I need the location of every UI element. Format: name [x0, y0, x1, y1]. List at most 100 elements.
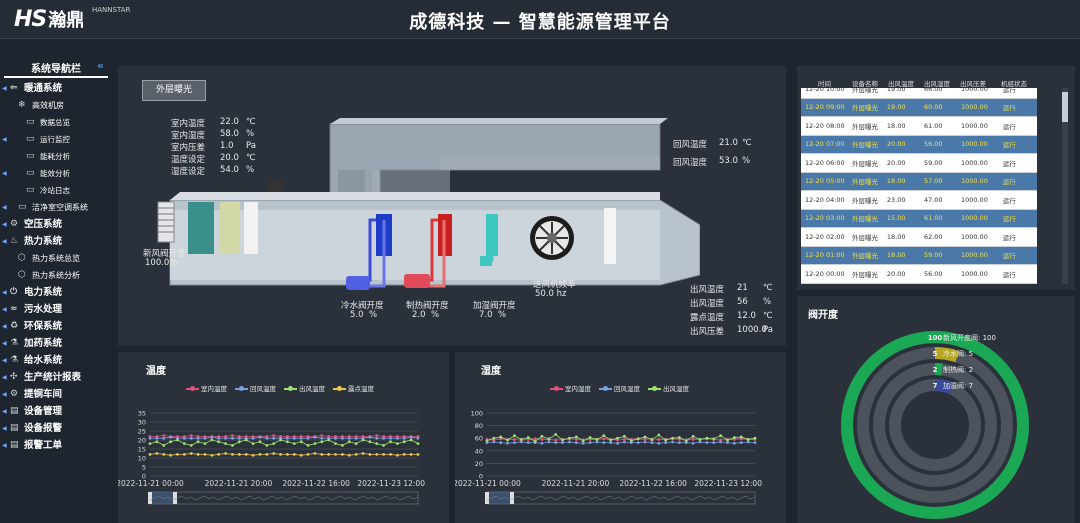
- brand-logo: HS 瀚鼎 HANNSTAR: [14, 6, 130, 32]
- legend-item[interactable]: 回风湿度: [599, 383, 640, 393]
- legend-item[interactable]: 室内温度: [186, 383, 227, 393]
- device-name-badge[interactable]: 外层曝光: [142, 80, 206, 101]
- sidebar-item[interactable]: ⬡热力系统总览: [0, 250, 112, 267]
- temperature-legend: 室内温度回风温度出风温度露点温度: [186, 383, 374, 393]
- data-point: [402, 453, 406, 456]
- sidebar-item[interactable]: ◀⚙空压系统: [0, 216, 112, 233]
- sidebar-item[interactable]: ❄高效机房: [0, 97, 112, 114]
- sidebar-item-label: 加药系统: [24, 338, 63, 349]
- y-tick-label: 40: [475, 447, 483, 455]
- data-point: [568, 436, 571, 440]
- expand-arrow-icon[interactable]: ◀: [2, 289, 7, 296]
- expand-arrow-icon[interactable]: ◀: [2, 136, 7, 143]
- data-point: [292, 453, 296, 456]
- y-tick-label: 0: [479, 473, 483, 481]
- data-point: [334, 453, 337, 456]
- sidebar-item[interactable]: ▭能耗分析: [0, 148, 112, 165]
- expand-arrow-icon[interactable]: ◀: [2, 306, 7, 313]
- legend-swatch: [284, 386, 297, 391]
- data-point: [526, 436, 530, 439]
- sidebar-item[interactable]: ◀▤报警工单: [0, 437, 112, 454]
- double-chevron-left-icon[interactable]: «: [96, 59, 104, 72]
- expand-arrow-icon[interactable]: ◀: [2, 357, 7, 364]
- legend-item[interactable]: 露点温度: [333, 383, 374, 393]
- table-column-header[interactable]: 机组状态: [1001, 80, 1027, 88]
- data-point: [231, 434, 234, 437]
- table-scrollbar[interactable]: [1062, 88, 1068, 284]
- sidebar-item[interactable]: ▭数据总览: [0, 114, 112, 131]
- table-column-header[interactable]: 设备名称: [852, 80, 878, 88]
- expand-arrow-icon[interactable]: ◀: [2, 170, 7, 177]
- data-point: [739, 435, 743, 439]
- temperature-chart-title: 温度: [146, 366, 166, 377]
- sidebar-item[interactable]: ◀⚙提铜车间: [0, 386, 112, 403]
- data-point: [299, 440, 303, 444]
- table-cell: 12-20 10:00: [801, 88, 848, 99]
- data-point: [231, 453, 234, 456]
- sidebar-item[interactable]: ▭冷站日志: [0, 182, 112, 199]
- reading-label: 室内湿度: [171, 131, 206, 141]
- expand-arrow-icon[interactable]: ◀: [2, 85, 7, 92]
- expand-arrow-icon[interactable]: ◀: [2, 221, 7, 228]
- expand-arrow-icon[interactable]: ◀: [2, 442, 7, 449]
- expand-arrow-icon[interactable]: ◀: [2, 374, 7, 381]
- humid-valve-label: 加湿阀开度: [473, 301, 516, 311]
- legend-label: 室内温度: [201, 385, 227, 393]
- table-cell: 1000.00: [956, 98, 999, 117]
- table-scrollbar-thumb[interactable]: [1062, 92, 1068, 122]
- legend-item[interactable]: 回风温度: [235, 383, 276, 393]
- data-point: [698, 438, 702, 441]
- sidebar-item[interactable]: ◀✣生产统计报表: [0, 369, 112, 386]
- series-line: [486, 441, 756, 444]
- sidebar-item[interactable]: ◀⚗给水系统: [0, 352, 112, 369]
- table-column-header[interactable]: 出风湿度: [924, 80, 950, 88]
- sidebar-list: ◀⇐暖通系统❄高效机房▭数据总览◀▭运行监控▭能耗分析◀▭能效分析▭冷站日志◀▭…: [0, 80, 112, 454]
- x-tick-label: 2022-11-22 16:00: [619, 479, 687, 488]
- table-column-header[interactable]: 出风温度: [888, 80, 914, 88]
- expand-arrow-icon[interactable]: ◀: [2, 204, 7, 211]
- legend-item[interactable]: 室内湿度: [550, 383, 591, 393]
- sidebar-item-label: 空压系统: [24, 219, 63, 230]
- reading-value: 1000.0: [737, 325, 767, 335]
- sidebar-item[interactable]: ◀▭洁净室空调系统: [0, 199, 112, 216]
- sidebar-item[interactable]: ◀⏻电力系统: [0, 284, 112, 301]
- reading-label: 室内温度: [171, 119, 206, 129]
- sidebar-item[interactable]: ◀≈污水处理: [0, 301, 112, 318]
- table-cell: 1000.00: [956, 116, 999, 136]
- table-column-header[interactable]: 时间: [818, 80, 831, 88]
- sidebar-item[interactable]: ◀▭运行监控: [0, 131, 112, 148]
- expand-arrow-icon[interactable]: ◀: [2, 408, 7, 415]
- data-point: [189, 444, 193, 447]
- sidebar-item[interactable]: ⬡热力系统分析: [0, 267, 112, 284]
- data-point: [492, 436, 496, 440]
- sidebar-item[interactable]: ◀⇐暖通系统: [0, 80, 112, 97]
- data-point: [306, 436, 310, 440]
- sidebar-item[interactable]: ◀⚗加药系统: [0, 335, 112, 352]
- expand-arrow-icon[interactable]: ◀: [2, 323, 7, 330]
- sidebar-item[interactable]: ◀♨热力系统: [0, 233, 112, 250]
- expand-arrow-icon[interactable]: ◀: [2, 425, 7, 432]
- expand-arrow-icon[interactable]: ◀: [2, 238, 7, 245]
- table-column-header[interactable]: 出风压差: [960, 80, 986, 88]
- expand-arrow-icon[interactable]: ◀: [2, 391, 7, 398]
- sidebar-item[interactable]: ◀♻环保系统: [0, 318, 112, 335]
- expand-arrow-icon[interactable]: ◀: [2, 340, 7, 347]
- legend-item[interactable]: 出风湿度: [648, 383, 689, 393]
- sidebar-item[interactable]: ◀▤设备管理: [0, 403, 112, 420]
- sidebar-item[interactable]: ◀▤设备报警: [0, 420, 112, 437]
- data-point: [513, 434, 516, 438]
- legend-item[interactable]: 出风温度: [284, 383, 325, 393]
- sidebar-item[interactable]: ◀▭能效分析: [0, 165, 112, 182]
